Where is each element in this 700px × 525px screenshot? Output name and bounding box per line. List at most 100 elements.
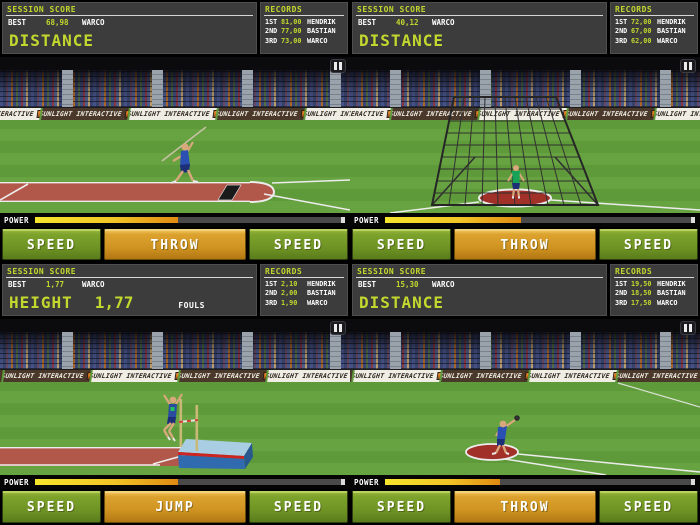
best-label: BEST [358, 18, 377, 27]
control-bar: SPEED JUMP SPEED [0, 489, 350, 525]
best-athlete-name: WARCO [82, 280, 105, 289]
field-high-jump [0, 382, 350, 475]
stadium-crowd [350, 70, 700, 107]
hud-header: SESSION SCORE BEST 15,30 WARCO DISTANCE … [350, 262, 700, 319]
divider [264, 15, 344, 16]
landing-mat [178, 439, 253, 469]
divider [264, 277, 344, 278]
session-score-title: SESSION SCORE [7, 5, 77, 14]
speed-button-left[interactable]: SPEED [352, 491, 451, 523]
field-shot-put [350, 382, 700, 475]
speed-button-left[interactable]: SPEED [2, 229, 101, 260]
divider [6, 277, 253, 278]
pause-button[interactable] [680, 321, 696, 335]
athlete-high-jump [162, 393, 183, 442]
hammer-cage [430, 96, 600, 206]
power-label: POWER [4, 215, 30, 225]
throw-button[interactable]: THROW [104, 229, 246, 260]
stairs [480, 332, 491, 369]
stairs [330, 70, 341, 107]
speed-button-right[interactable]: SPEED [599, 491, 698, 523]
quadrant-hammer: SESSION SCORE BEST 40,12 WARCO DISTANCE … [350, 0, 700, 262]
metric-value: 1,77 [94, 293, 134, 312]
divider [356, 277, 603, 278]
pause-button[interactable] [330, 59, 346, 73]
stairs [242, 332, 253, 369]
speed-button-left[interactable]: SPEED [2, 491, 101, 523]
pause-button[interactable] [680, 59, 696, 73]
pause-icon [334, 62, 337, 70]
speed-button-right[interactable]: SPEED [249, 229, 348, 260]
records-title: RECORDS [615, 5, 653, 14]
stairs [152, 70, 163, 107]
control-bar: SPEED THROW SPEED [350, 227, 700, 262]
session-score-title: SESSION SCORE [357, 267, 427, 276]
stairs [390, 332, 401, 369]
power-fill [385, 217, 522, 223]
session-score-panel: SESSION SCORE BEST 40,12 WARCO DISTANCE [352, 2, 607, 54]
hud-header: SESSION SCORE BEST 40,12 WARCO DISTANCE … [350, 0, 700, 57]
stairs [62, 70, 73, 107]
best-value: 40,12 [396, 18, 419, 27]
stadium-roof [0, 57, 350, 70]
control-bar: SPEED THROW SPEED [350, 489, 700, 525]
scene-javelin: SUNLIGHT INTERACTIVE SUNLIGHT INTERACTIV… [0, 57, 350, 213]
records-title: RECORDS [265, 267, 303, 276]
metric-label: DISTANCE [9, 31, 95, 50]
pause-icon [684, 62, 687, 70]
stairs [62, 332, 73, 369]
session-score-title: SESSION SCORE [357, 5, 427, 14]
athlete-javelin [161, 126, 207, 184]
stadium-crowd [0, 332, 350, 369]
throw-button[interactable]: THROW [454, 491, 596, 523]
hud-header: SESSION SCORE BEST 1,77 WARCO HEIGHT 1,7… [0, 262, 350, 319]
jump-upright [195, 405, 199, 451]
divider [614, 15, 694, 16]
stairs [570, 70, 581, 107]
scene-shot-put: SUNLIGHT INTERACTIVE SUNLIGHT INTERACTIV… [350, 319, 700, 475]
field-hammer [350, 96, 700, 213]
pause-button[interactable] [330, 321, 346, 335]
control-bar: SPEED THROW SPEED [0, 227, 350, 262]
best-label: BEST [358, 280, 377, 289]
records-title: RECORDS [265, 5, 303, 14]
stairs [152, 332, 163, 369]
shot-ball [514, 415, 520, 421]
stadium-roof [350, 57, 700, 70]
stairs [660, 332, 671, 369]
jump-button[interactable]: JUMP [104, 491, 246, 523]
stairs [390, 70, 401, 107]
records-title: RECORDS [615, 267, 653, 276]
best-value: 1,77 [46, 280, 65, 289]
power-track [35, 479, 345, 485]
speed-button-left[interactable]: SPEED [352, 229, 451, 260]
scene-high-jump: SUNLIGHT INTERACTIVE SUNLIGHT INTERACTIV… [0, 319, 350, 475]
divider [356, 15, 603, 16]
ad-banner-row: SUNLIGHT INTERACTIVE SUNLIGHT INTERACTIV… [0, 369, 350, 382]
athlete-hammer [507, 165, 525, 199]
power-meter: POWER [0, 475, 350, 489]
quadrant-high-jump: SESSION SCORE BEST 1,77 WARCO HEIGHT 1,7… [0, 262, 350, 525]
pause-icon [684, 324, 687, 332]
speed-button-right[interactable]: SPEED [599, 229, 698, 260]
throw-button[interactable]: THROW [454, 229, 596, 260]
power-label: POWER [354, 477, 380, 487]
best-athlete-name: WARCO [432, 18, 455, 27]
stadium-roof [0, 319, 350, 332]
stadium-roof [350, 319, 700, 332]
power-meter: POWER [0, 213, 350, 227]
scene-hammer: SUNLIGHT INTERACTIVE SUNLIGHT INTERACTIV… [350, 57, 700, 213]
speed-button-right[interactable]: SPEED [249, 491, 348, 523]
stairs [330, 332, 341, 369]
pause-icon [334, 324, 337, 332]
